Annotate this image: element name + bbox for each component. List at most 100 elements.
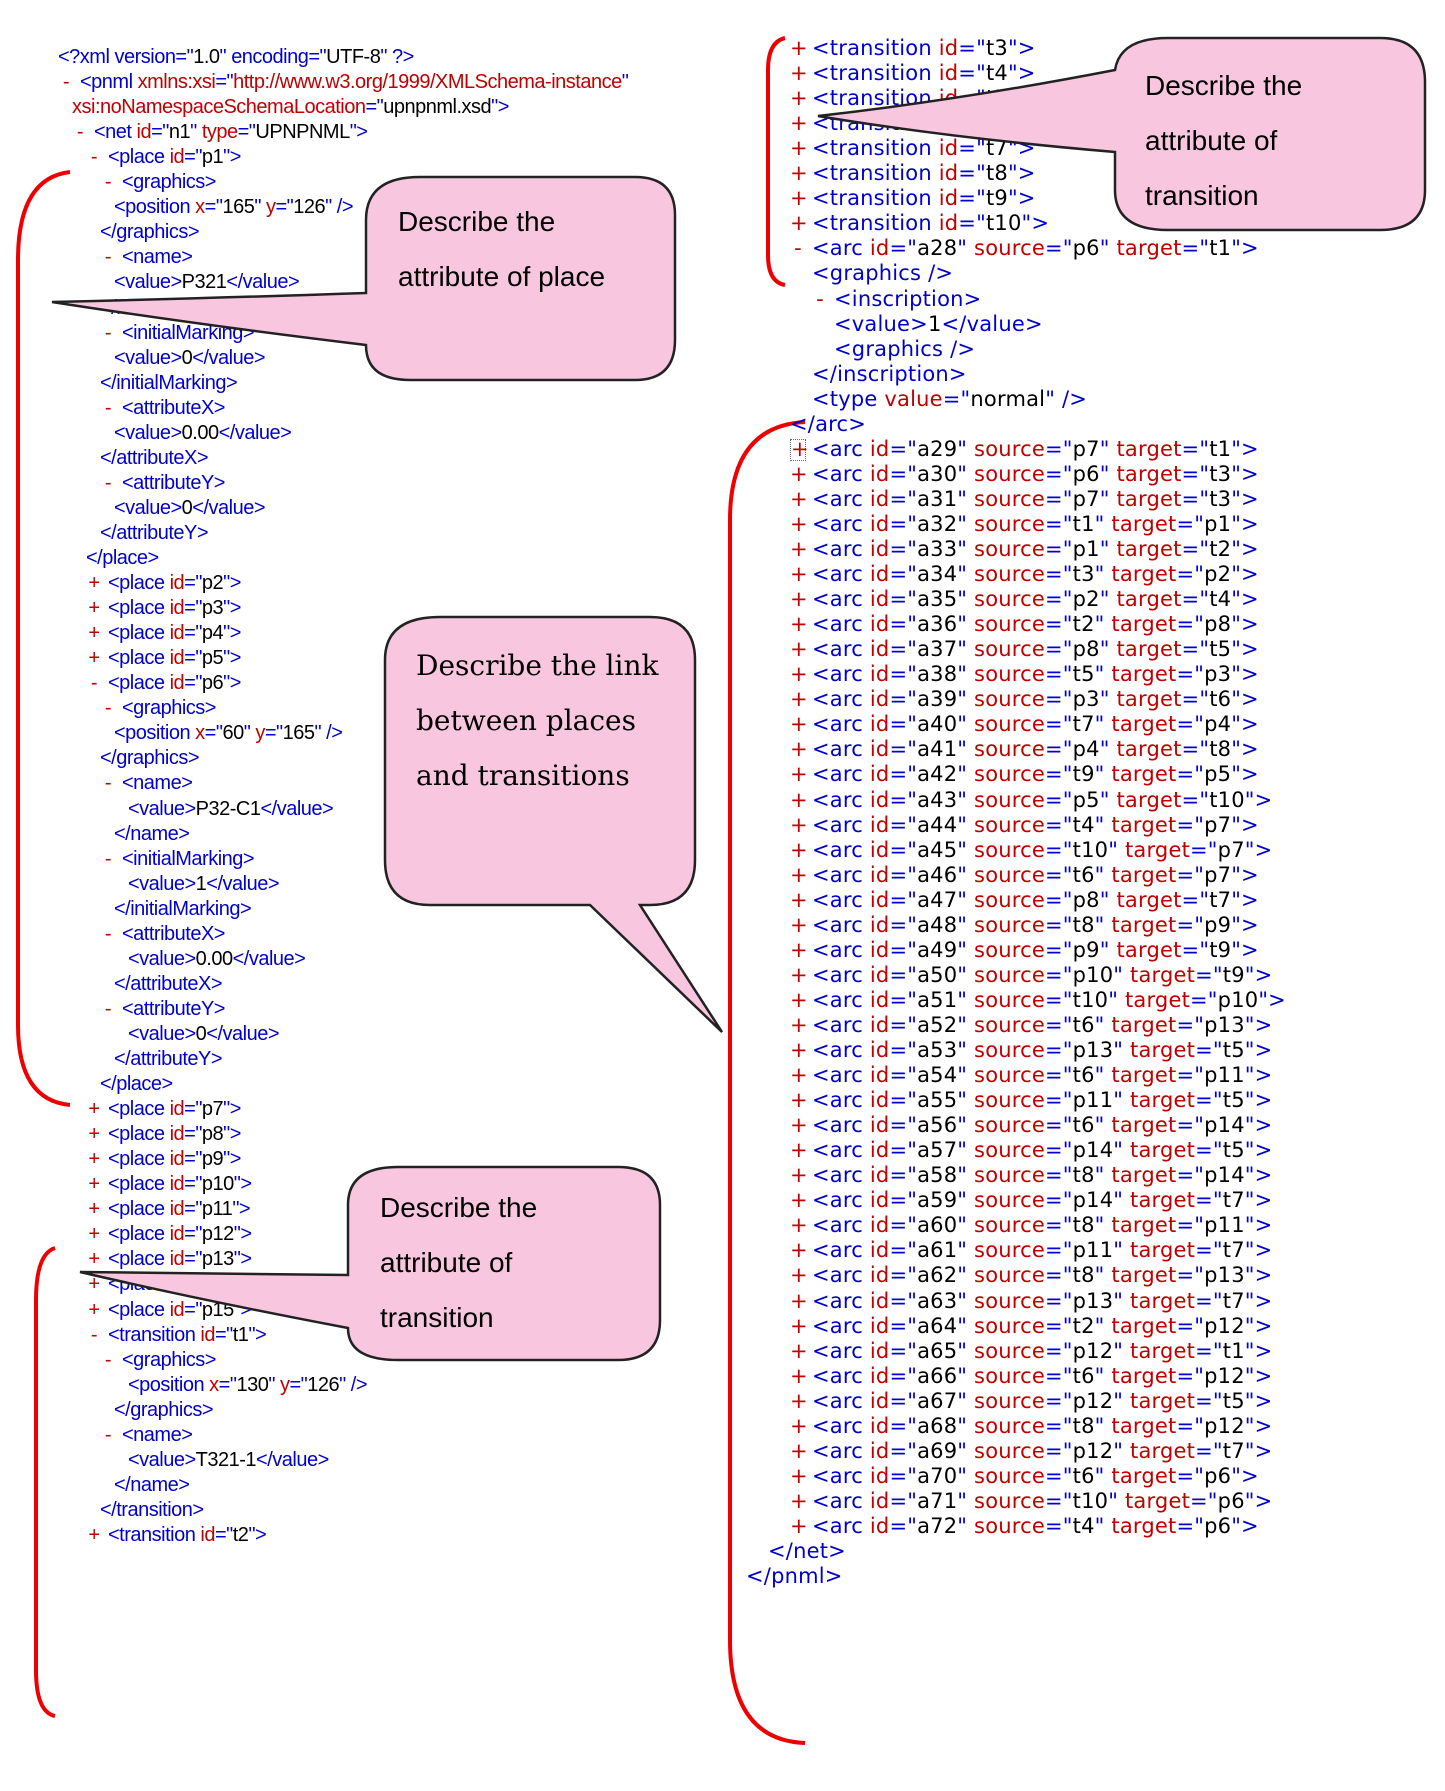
expand-toggle[interactable]: + bbox=[790, 1388, 808, 1413]
collapse-toggle[interactable]: - bbox=[104, 321, 112, 344]
expand-toggle[interactable]: + bbox=[790, 511, 808, 536]
expand-toggle[interactable]: + bbox=[790, 837, 808, 862]
collapse-toggle[interactable]: - bbox=[104, 997, 112, 1020]
expand-toggle[interactable]: + bbox=[790, 887, 808, 912]
expand-toggle[interactable]: + bbox=[790, 637, 808, 662]
collapse-toggle[interactable]: - bbox=[104, 471, 112, 494]
expand-toggle[interactable]: + bbox=[790, 1012, 808, 1037]
expand-toggle[interactable]: + bbox=[790, 562, 808, 587]
expand-toggle[interactable]: + bbox=[790, 662, 808, 687]
expand-toggle[interactable]: + bbox=[790, 186, 808, 211]
expand-toggle[interactable]: + bbox=[790, 787, 808, 812]
expand-toggle[interactable]: + bbox=[790, 1438, 808, 1463]
xml-attribute-value: a50 bbox=[917, 962, 958, 987]
collapse-toggle[interactable]: - bbox=[104, 1423, 112, 1446]
collapse-toggle[interactable]: - bbox=[104, 772, 112, 795]
expand-toggle[interactable]: + bbox=[790, 987, 808, 1012]
expand-toggle[interactable]: + bbox=[790, 1038, 808, 1062]
expand-toggle[interactable]: + bbox=[88, 1223, 100, 1246]
collapse-toggle[interactable]: - bbox=[90, 672, 98, 695]
expand-toggle[interactable]: + bbox=[790, 587, 808, 612]
expand-toggle[interactable]: + bbox=[790, 1488, 808, 1513]
expand-toggle[interactable]: + bbox=[790, 1338, 808, 1363]
xml-attribute-value: p11 bbox=[1072, 1088, 1114, 1113]
collapse-toggle[interactable]: - bbox=[104, 697, 112, 720]
expand-toggle[interactable]: + bbox=[88, 1098, 100, 1121]
expand-toggle[interactable]: + bbox=[88, 1273, 100, 1296]
collapse-toggle[interactable]: - bbox=[90, 146, 98, 169]
expand-toggle[interactable]: + bbox=[88, 647, 100, 670]
xml-attribute-name: id bbox=[869, 562, 890, 587]
collapse-toggle[interactable]: - bbox=[76, 121, 84, 144]
collapse-toggle[interactable]: - bbox=[816, 286, 824, 311]
expand-toggle[interactable]: + bbox=[790, 537, 808, 561]
expand-toggle[interactable]: + bbox=[88, 1248, 100, 1271]
xml-attribute-name: target bbox=[1130, 1238, 1196, 1263]
expand-toggle[interactable]: + bbox=[790, 812, 808, 837]
expand-toggle[interactable]: + bbox=[88, 1123, 100, 1146]
expand-toggle[interactable]: + bbox=[88, 1298, 100, 1321]
expand-toggle[interactable]: + bbox=[790, 1113, 808, 1138]
expand-toggle[interactable]: + bbox=[790, 1088, 808, 1113]
expand-toggle[interactable]: + bbox=[790, 712, 808, 737]
collapse-toggle[interactable]: - bbox=[794, 236, 802, 261]
expand-toggle[interactable]: + bbox=[790, 762, 808, 787]
xml-markup: =" bbox=[184, 572, 202, 595]
expand-toggle[interactable]: + bbox=[790, 161, 808, 186]
expand-toggle[interactable]: + bbox=[790, 111, 808, 136]
expand-toggle[interactable]: + bbox=[790, 1213, 808, 1238]
expand-toggle[interactable]: + bbox=[790, 1138, 808, 1163]
expand-toggle[interactable]: + bbox=[790, 486, 808, 511]
expand-toggle[interactable]: + bbox=[790, 912, 808, 937]
collapse-toggle[interactable]: - bbox=[90, 1323, 98, 1346]
expand-toggle[interactable]: + bbox=[790, 86, 808, 111]
expand-toggle[interactable]: + bbox=[790, 36, 808, 60]
expand-toggle[interactable]: + bbox=[790, 1288, 808, 1313]
expand-toggle[interactable]: + bbox=[790, 937, 808, 962]
expand-toggle[interactable]: + bbox=[790, 1238, 808, 1263]
expand-toggle[interactable]: + bbox=[790, 1413, 808, 1438]
expand-toggle[interactable]: + bbox=[88, 572, 100, 595]
expand-toggle[interactable]: + bbox=[790, 1463, 808, 1488]
xml-markup: =" bbox=[1181, 937, 1210, 962]
collapse-toggle[interactable]: - bbox=[62, 71, 70, 94]
expand-toggle[interactable]: + bbox=[790, 962, 808, 987]
xml-markup: =" bbox=[365, 96, 384, 119]
expand-toggle[interactable]: + bbox=[790, 1163, 808, 1188]
expand-toggle[interactable]: + bbox=[88, 1523, 100, 1546]
collapse-toggle[interactable]: - bbox=[104, 847, 112, 870]
expand-toggle[interactable]: + bbox=[790, 612, 808, 637]
expand-toggle[interactable]: + bbox=[790, 211, 808, 236]
collapse-toggle[interactable]: - bbox=[104, 396, 112, 419]
arc-line: +<arc id="a58" source="t8" target="p14"> bbox=[790, 1161, 1272, 1189]
xml-markup: </arc> bbox=[790, 411, 867, 436]
expand-toggle[interactable]: + bbox=[88, 597, 100, 620]
xml-attribute-value: t2 bbox=[1209, 537, 1232, 561]
expand-toggle[interactable]: + bbox=[88, 1198, 100, 1221]
xml-markup: " bbox=[957, 837, 975, 862]
collapse-toggle[interactable]: - bbox=[104, 1348, 112, 1371]
expand-toggle[interactable]: + bbox=[790, 1513, 808, 1538]
expand-toggle[interactable]: + bbox=[790, 136, 808, 161]
expand-toggle[interactable]: + bbox=[88, 1173, 100, 1196]
expand-toggle[interactable]: + bbox=[790, 1313, 808, 1338]
expand-toggle[interactable]: + bbox=[790, 862, 808, 887]
expand-toggle[interactable]: + bbox=[790, 1363, 808, 1388]
expand-toggle[interactable]: + bbox=[790, 1063, 808, 1088]
collapse-toggle[interactable]: - bbox=[104, 922, 112, 945]
expand-toggle[interactable]: + bbox=[790, 461, 808, 486]
expand-toggle[interactable]: + bbox=[88, 622, 100, 645]
expand-toggle[interactable]: + bbox=[790, 1188, 808, 1213]
expand-toggle[interactable]: + bbox=[790, 687, 808, 712]
collapse-toggle[interactable]: - bbox=[104, 171, 112, 194]
expand-toggle[interactable]: + bbox=[790, 61, 808, 86]
xml-attribute-value: t8 bbox=[985, 161, 1008, 186]
xml-markup: <place bbox=[108, 1098, 170, 1121]
xml-markup: "> bbox=[1231, 912, 1259, 937]
collapse-toggle[interactable]: - bbox=[104, 246, 112, 269]
expand-toggle[interactable]: + bbox=[790, 737, 808, 762]
expand-toggle[interactable]: + bbox=[790, 436, 809, 461]
expand-toggle[interactable]: + bbox=[88, 1148, 100, 1171]
xml-line: <value>1</value> bbox=[128, 870, 280, 898]
expand-toggle[interactable]: + bbox=[790, 1263, 808, 1288]
